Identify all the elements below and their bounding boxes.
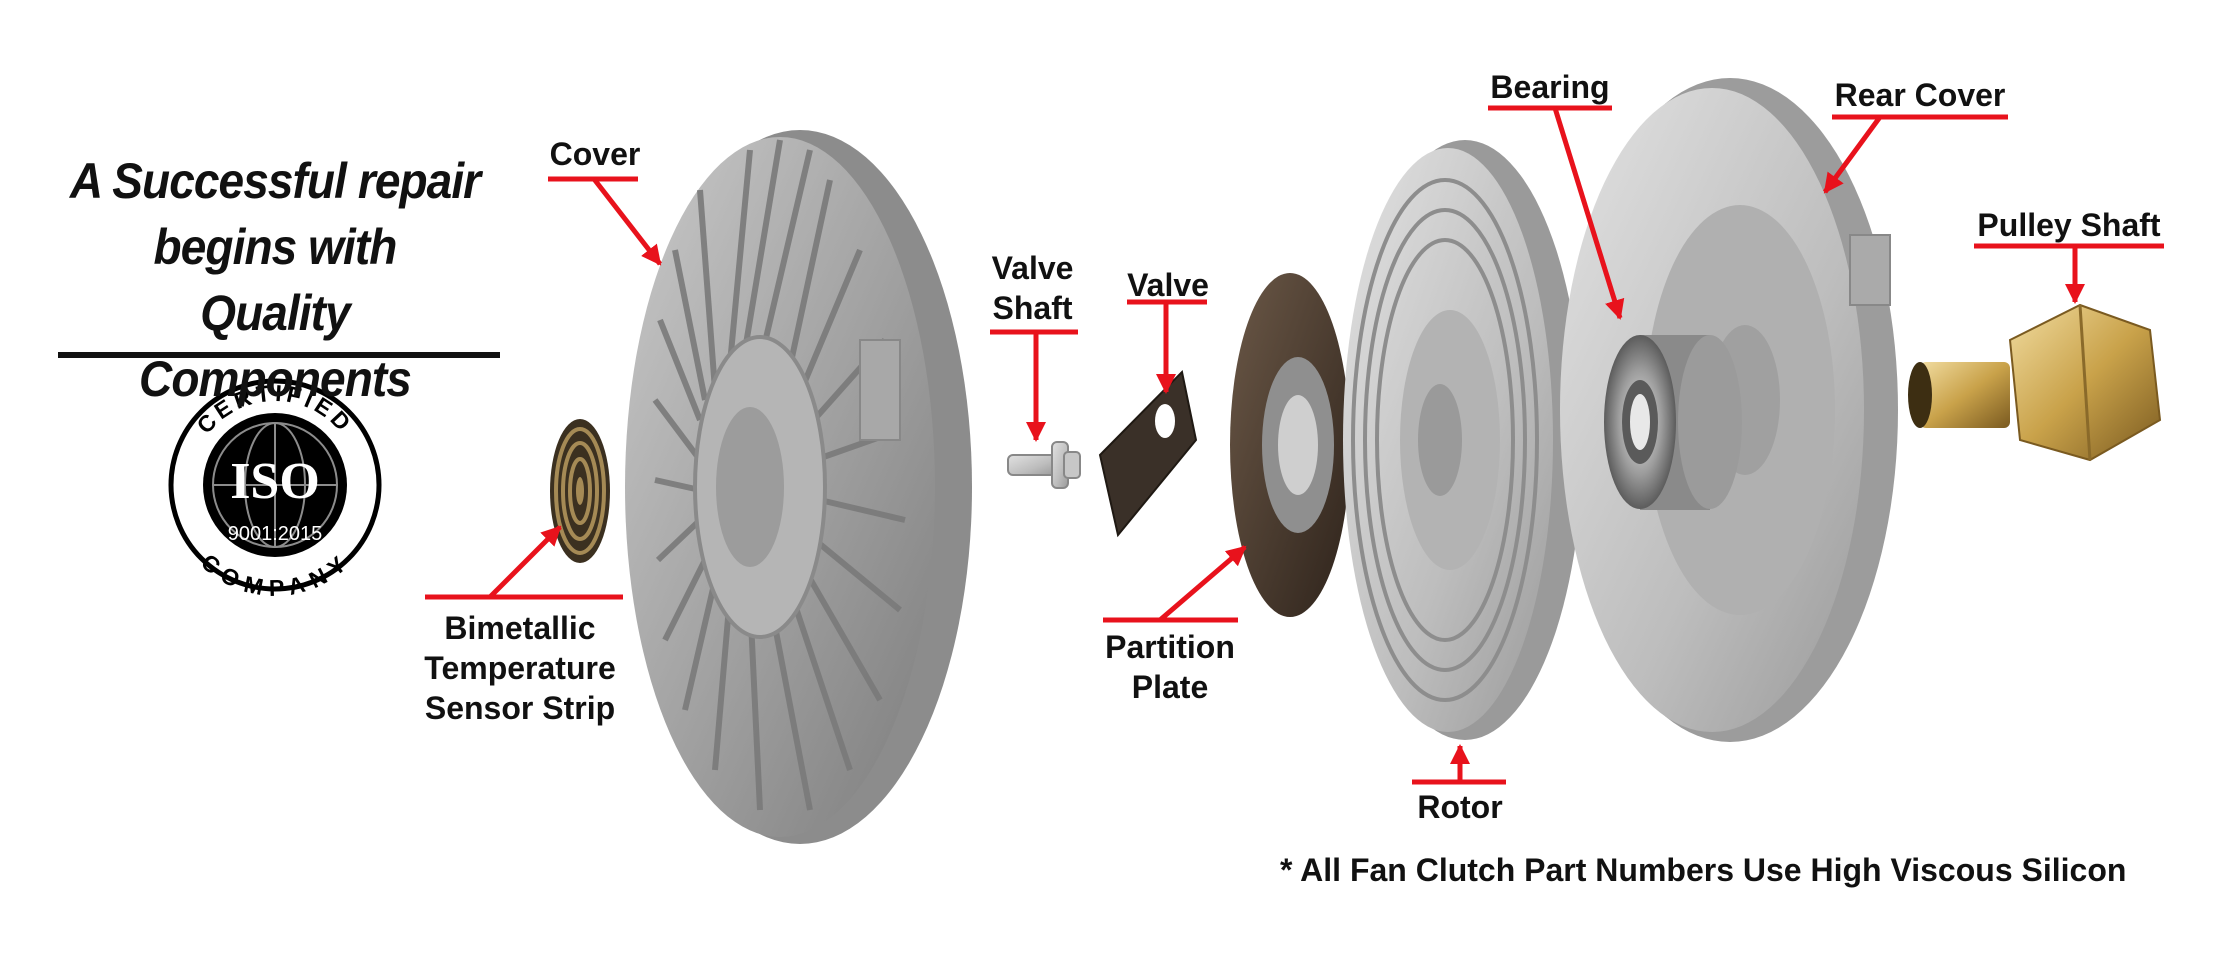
- label-bimetallic-line-2: Temperature: [424, 650, 616, 686]
- label-bimetallic: Bimetallic Temperature Sensor Strip: [405, 608, 635, 728]
- valve-shaft-part: [1007, 441, 1081, 489]
- label-rear-cover: Rear Cover: [1834, 77, 2006, 113]
- headline-line-2: begins with: [153, 219, 398, 275]
- headline-line-3: Quality Components: [139, 285, 412, 407]
- label-bimetallic-line-3: Sensor Strip: [424, 690, 616, 726]
- label-partition-line-2: Plate: [1131, 669, 1209, 705]
- globe-icon: [212, 422, 338, 548]
- badge-standard-text: 9001:2015: [228, 523, 323, 545]
- bearing-part: [1604, 335, 1742, 510]
- label-bimetallic-line-1: Bimetallic: [444, 610, 596, 646]
- valve-part: [1098, 369, 1198, 538]
- badge-iso-text: ISO: [230, 453, 320, 510]
- cover-part: [625, 130, 972, 844]
- bimetallic-strip-part: [550, 419, 610, 563]
- label-bearing: Bearing: [1490, 69, 1610, 105]
- footnote: * All Fan Clutch Part Numbers Use High V…: [1280, 852, 2127, 888]
- iso-certified-badge: CERTIFIED COMPANY ISO 9001:2015: [168, 378, 382, 601]
- partition-plate-part: [1230, 273, 1350, 617]
- callout-lines: [425, 105, 2164, 785]
- headline: A Successful repair begins with Quality …: [40, 148, 510, 412]
- headline-underline: [58, 352, 500, 358]
- label-valve-shaft-line-2: Shaft: [992, 290, 1073, 326]
- rotor-part: [1343, 140, 1583, 740]
- label-valve-shaft: Valve Shaft: [975, 248, 1090, 328]
- label-cover: Cover: [549, 136, 641, 172]
- label-partition-line-1: Partition: [1105, 629, 1235, 665]
- label-partition-plate: Partition Plate: [1090, 627, 1250, 707]
- label-pulley-shaft: Pulley Shaft: [1977, 207, 2161, 243]
- headline-line-1: A Successful repair: [69, 153, 481, 209]
- label-valve: Valve: [1127, 267, 1209, 303]
- label-rotor: Rotor: [1417, 789, 1503, 825]
- label-valve-shaft-line-1: Valve: [991, 250, 1074, 286]
- pulley-shaft-part: [1908, 303, 2162, 462]
